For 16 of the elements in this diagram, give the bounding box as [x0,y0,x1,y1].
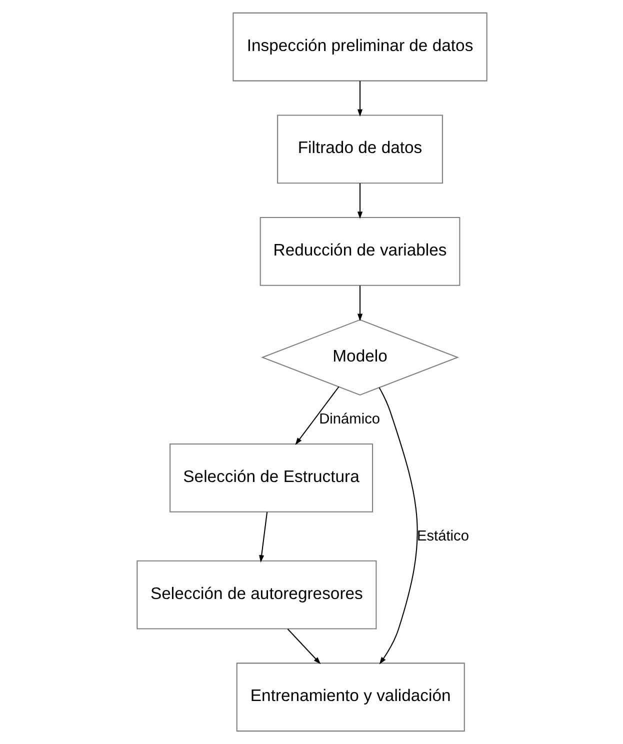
node-diamond: Modelo [260,319,459,396]
edge-label: Estático [416,528,468,544]
node-box: Entrenamiento y validación [236,662,464,732]
node-box: Selección de autoregresores [136,560,376,630]
arrow [286,628,320,664]
node-box: Inspección preliminar de datos [232,12,487,82]
arrow [356,81,362,117]
node-box: Selección de Estructura [169,444,373,512]
node-box: Reducción de variables [259,217,460,286]
arrow [356,183,362,219]
arrow [356,286,362,322]
arrow [294,386,339,445]
node-box: Filtrado de datos [276,114,442,184]
edge-label: Dinámico [318,411,380,428]
arrow [378,387,418,664]
arrow [258,512,268,562]
